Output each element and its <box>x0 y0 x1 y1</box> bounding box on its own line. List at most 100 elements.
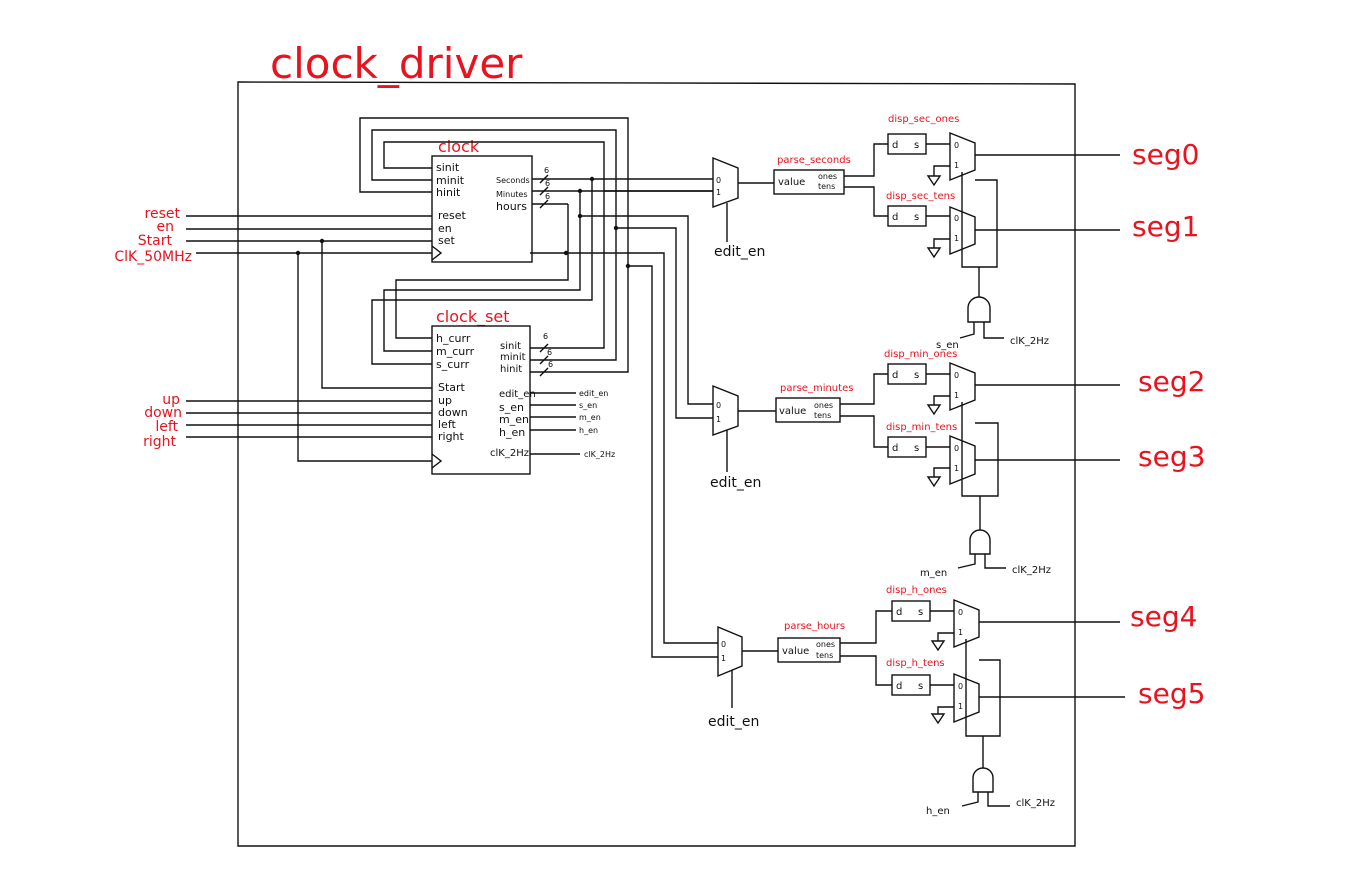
seconds-and-gate <box>967 296 991 323</box>
input-en-label: en <box>157 219 175 235</box>
bus-width-cs-sinit: 6 <box>543 332 548 341</box>
seg4-mux-in1: 1 <box>958 628 963 637</box>
clock-port-en: en <box>438 222 452 235</box>
wire-sinit-loop <box>383 141 605 349</box>
clockset-ext-clk2hz: clK_2Hz <box>584 450 615 459</box>
mux-seconds-sel-label: edit_en <box>714 244 765 260</box>
parse-seconds-tens: tens <box>818 182 835 191</box>
wire-minit-loop <box>371 129 617 361</box>
seg5-mux-in0: 0 <box>958 682 963 691</box>
clock-block-title: clock <box>438 137 480 156</box>
wire-mux2-in0 <box>580 215 713 405</box>
clockset-block-body <box>431 325 531 475</box>
disp-min-ones-d: d <box>892 370 898 381</box>
disp-sec-tens-label: disp_sec_tens <box>886 191 955 202</box>
parse-seconds-label: parse_seconds <box>777 155 851 166</box>
disp-min-tens-label: disp_min_tens <box>886 422 957 433</box>
input-labels: reset en Start ClK_50MHz up down left ri… <box>114 206 192 450</box>
clockset-clk-triangle <box>431 453 443 469</box>
bus-slash-cs-sinit <box>539 343 549 353</box>
clockset-port-h-en: h_en <box>499 426 525 439</box>
input-up-label: up <box>162 392 180 408</box>
mux-seconds <box>712 156 739 208</box>
input-reset-label: reset <box>145 206 181 222</box>
seg2-ground-wire <box>933 395 950 405</box>
wire-min-ones <box>840 373 888 405</box>
hours-path: 0 1 edit_en parse_hours value ones tens … <box>708 585 1205 817</box>
clockset-block: clock_set h_curr m_curr s_curr Start up … <box>431 307 536 475</box>
seg5-label: seg5 <box>1138 677 1205 710</box>
junction-start <box>319 238 325 244</box>
wire-h-tens <box>840 655 892 686</box>
seg3-ground-wire <box>933 467 950 477</box>
clock-port-seconds: Seconds <box>496 176 530 185</box>
clock-port-minit: minit <box>436 174 465 187</box>
module-title: clock_driver <box>270 39 523 88</box>
seconds-and-clk: clK_2Hz <box>1010 336 1049 347</box>
input-down-label: down <box>144 405 182 421</box>
input-start-label: Start <box>138 233 173 249</box>
bus-width-seconds: 6 <box>544 166 549 175</box>
clockset-port-minit: minit <box>500 352 526 363</box>
clockset-port-m-en: m_en <box>499 413 529 426</box>
parse-minutes-tens: tens <box>814 411 831 420</box>
clockset-port-h-curr: h_curr <box>436 332 471 345</box>
seg2-mux-in0: 0 <box>954 371 959 380</box>
disp-min-ones-s: s <box>914 370 919 381</box>
minutes-and-m-en: m_en <box>920 568 947 579</box>
mux-hours-sel-label: edit_en <box>708 714 759 730</box>
parse-minutes-value: value <box>779 406 806 417</box>
wire-mux3-in1 <box>628 265 718 658</box>
mux-hours <box>717 625 743 678</box>
clockset-outputs: edit_en s_en m_en h_en clK_2Hz <box>530 389 615 459</box>
clockset-ext-edit-en: edit_en <box>579 389 608 398</box>
parse-hours-ones: ones <box>816 640 835 649</box>
disp-sec-tens-s: s <box>914 212 919 223</box>
wire-clk-to-clockset <box>297 253 432 462</box>
disp-h-ones-s: s <box>918 607 923 618</box>
clock-output-wires: 6 6 6 6 6 6 <box>532 166 713 377</box>
wire-min-tens <box>840 415 888 448</box>
wire-mux2-in1 <box>616 227 713 419</box>
hours-and-gate <box>972 767 994 793</box>
disp-h-tens-label: disp_h_tens <box>886 658 945 669</box>
disp-sec-ones-d: d <box>892 140 898 151</box>
clock-port-sinit: sinit <box>436 161 460 174</box>
mux-minutes <box>712 384 739 436</box>
clockset-port-hinit: hinit <box>500 364 522 375</box>
parse-hours-block <box>777 637 841 663</box>
minutes-path: 0 1 edit_en parse_minutes value ones ten… <box>710 349 1205 579</box>
mux-minutes-in0: 0 <box>716 401 721 410</box>
bus-slash-hours <box>539 199 549 209</box>
junction-minutes <box>577 188 583 194</box>
seg5-ground-icon <box>930 713 946 725</box>
seg4-label: seg4 <box>1130 600 1197 633</box>
mux-hours-in1: 1 <box>721 654 726 663</box>
seg4-mux-in0: 0 <box>958 608 963 617</box>
clockset-port-left: left <box>438 418 457 431</box>
wire-hours-to-hcurr <box>395 204 569 339</box>
minutes-and-gate <box>969 529 991 555</box>
clockset-port-start: Start <box>438 381 466 394</box>
seg3-mux-in1: 1 <box>954 464 959 473</box>
clockset-ext-s-en: s_en <box>579 401 597 410</box>
clockset-port-right: right <box>438 430 465 443</box>
mux-routing <box>566 190 718 658</box>
input-right-label: right <box>143 434 176 450</box>
seg0-label: seg0 <box>1132 138 1199 171</box>
bus-width-hours: 6 <box>545 192 550 201</box>
mux-seconds-in0: 0 <box>716 176 721 185</box>
seconds-and-in-b <box>983 322 1004 339</box>
clockset-port-sinit: sinit <box>500 341 521 352</box>
feedback-wires <box>359 117 629 373</box>
clockset-ext-m-en: m_en <box>579 413 601 422</box>
clockset-port-clk2hz: clK_2Hz <box>490 448 529 459</box>
seg2-mux <box>949 361 976 412</box>
seg3-label: seg3 <box>1138 440 1205 473</box>
junction-mux2-in1 <box>613 225 619 231</box>
seg1-mux-in0: 0 <box>954 214 959 223</box>
clock-port-hinit: hinit <box>436 186 461 199</box>
mux-hours-in0: 0 <box>721 640 726 649</box>
clock-clk-triangle <box>431 245 443 261</box>
